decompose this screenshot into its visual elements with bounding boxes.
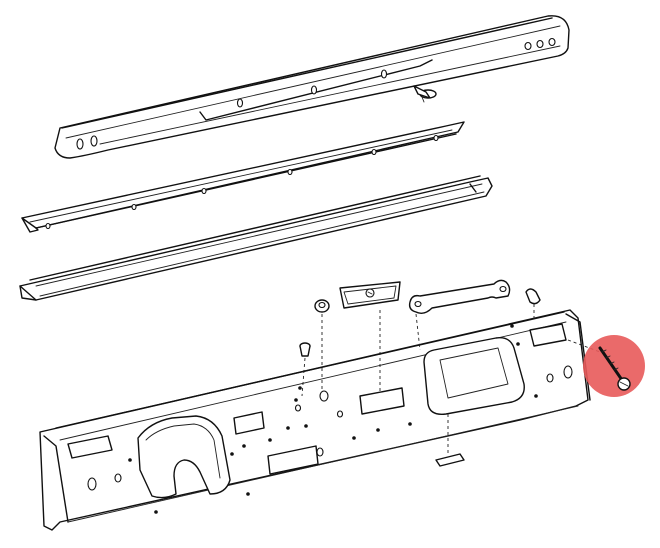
screw-highlighted [583,335,645,397]
lower-trim-strip [19,175,493,301]
dashboard-panel [39,309,591,531]
glovebox-handle [339,281,401,309]
plug [525,288,541,305]
assembly-lines [301,304,601,454]
top-trim-molding [54,15,570,159]
push-fastener [413,85,437,103]
tab-clip [435,453,465,467]
upper-trim-strip [21,121,465,233]
nut [314,299,330,313]
grab-handle [408,279,511,315]
retainer-clip [299,342,311,357]
